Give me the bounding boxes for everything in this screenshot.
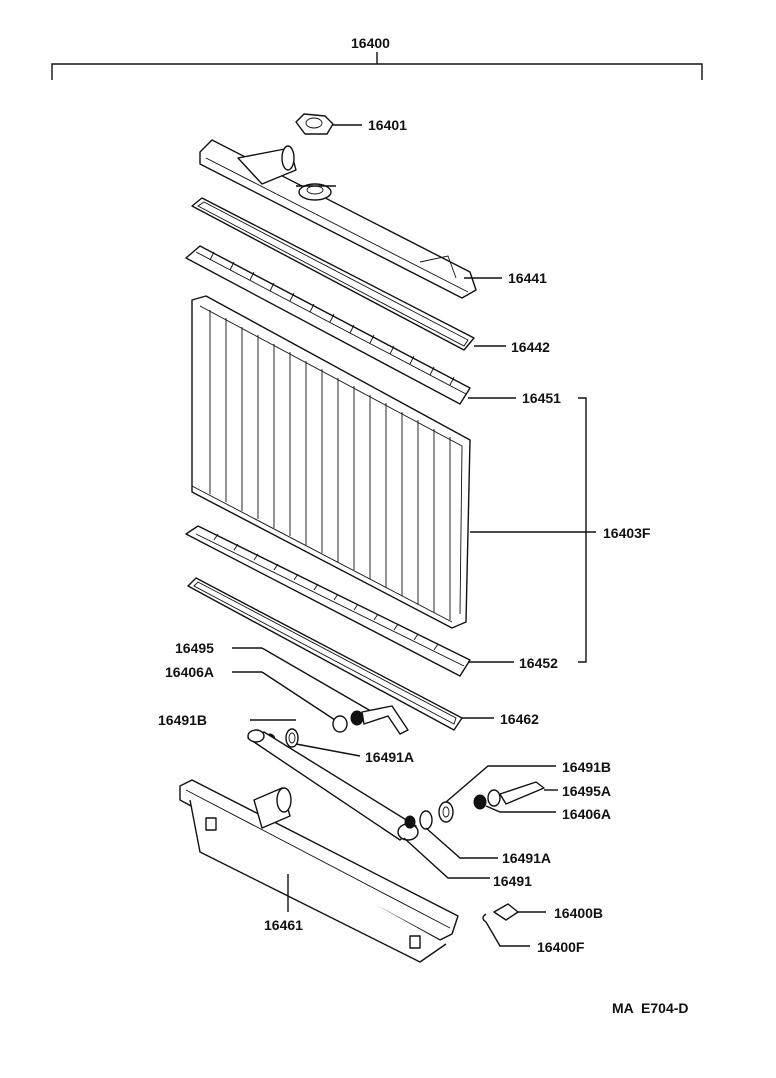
part-label-16400B: 16400B [554, 905, 603, 921]
part-label-16491B-left: 16491B [158, 712, 207, 728]
part-label-16491B-right: 16491B [562, 759, 611, 775]
right-fittings-drawing [419, 765, 558, 859]
upper-plate-drawing [185, 245, 516, 405]
part-label-16491A-mid: 16491A [365, 749, 414, 765]
assembly-label: 16400 [351, 35, 390, 51]
diagram-code: MA E704-D [612, 1000, 689, 1016]
part-label-16406A-left: 16406A [165, 664, 214, 680]
upper-tank-drawing [199, 139, 502, 299]
lower-tank-drawing [179, 779, 459, 963]
part-label-16401: 16401 [368, 117, 407, 133]
core-group-bracket [578, 397, 587, 663]
lower-gasket-drawing [187, 577, 494, 731]
part-label-16442: 16442 [511, 339, 550, 355]
part-label-16495: 16495 [175, 640, 214, 656]
oil-cooler-pipe-drawing [247, 729, 490, 879]
lower-plate-drawing [185, 525, 514, 677]
part-label-16441: 16441 [508, 270, 547, 286]
drain-cock-drawing [232, 647, 409, 735]
drain-plug-drawing [482, 903, 546, 947]
part-label-16403F: 16403F [603, 525, 651, 541]
part-label-16406A-right: 16406A [562, 806, 611, 822]
part-label-16461: 16461 [264, 917, 303, 933]
part-label-16400F: 16400F [537, 939, 585, 955]
part-label-16452: 16452 [519, 655, 558, 671]
radiator-core-drawing [191, 295, 596, 629]
part-label-16451: 16451 [522, 390, 561, 406]
radiator-cap-drawing [295, 113, 362, 135]
part-label-16491: 16491 [493, 873, 532, 889]
part-label-16491A-lower: 16491A [502, 850, 551, 866]
assembly-bracket [51, 52, 703, 80]
upper-gasket-drawing [191, 197, 506, 351]
part-label-16462: 16462 [500, 711, 539, 727]
part-label-16495A: 16495A [562, 783, 611, 799]
